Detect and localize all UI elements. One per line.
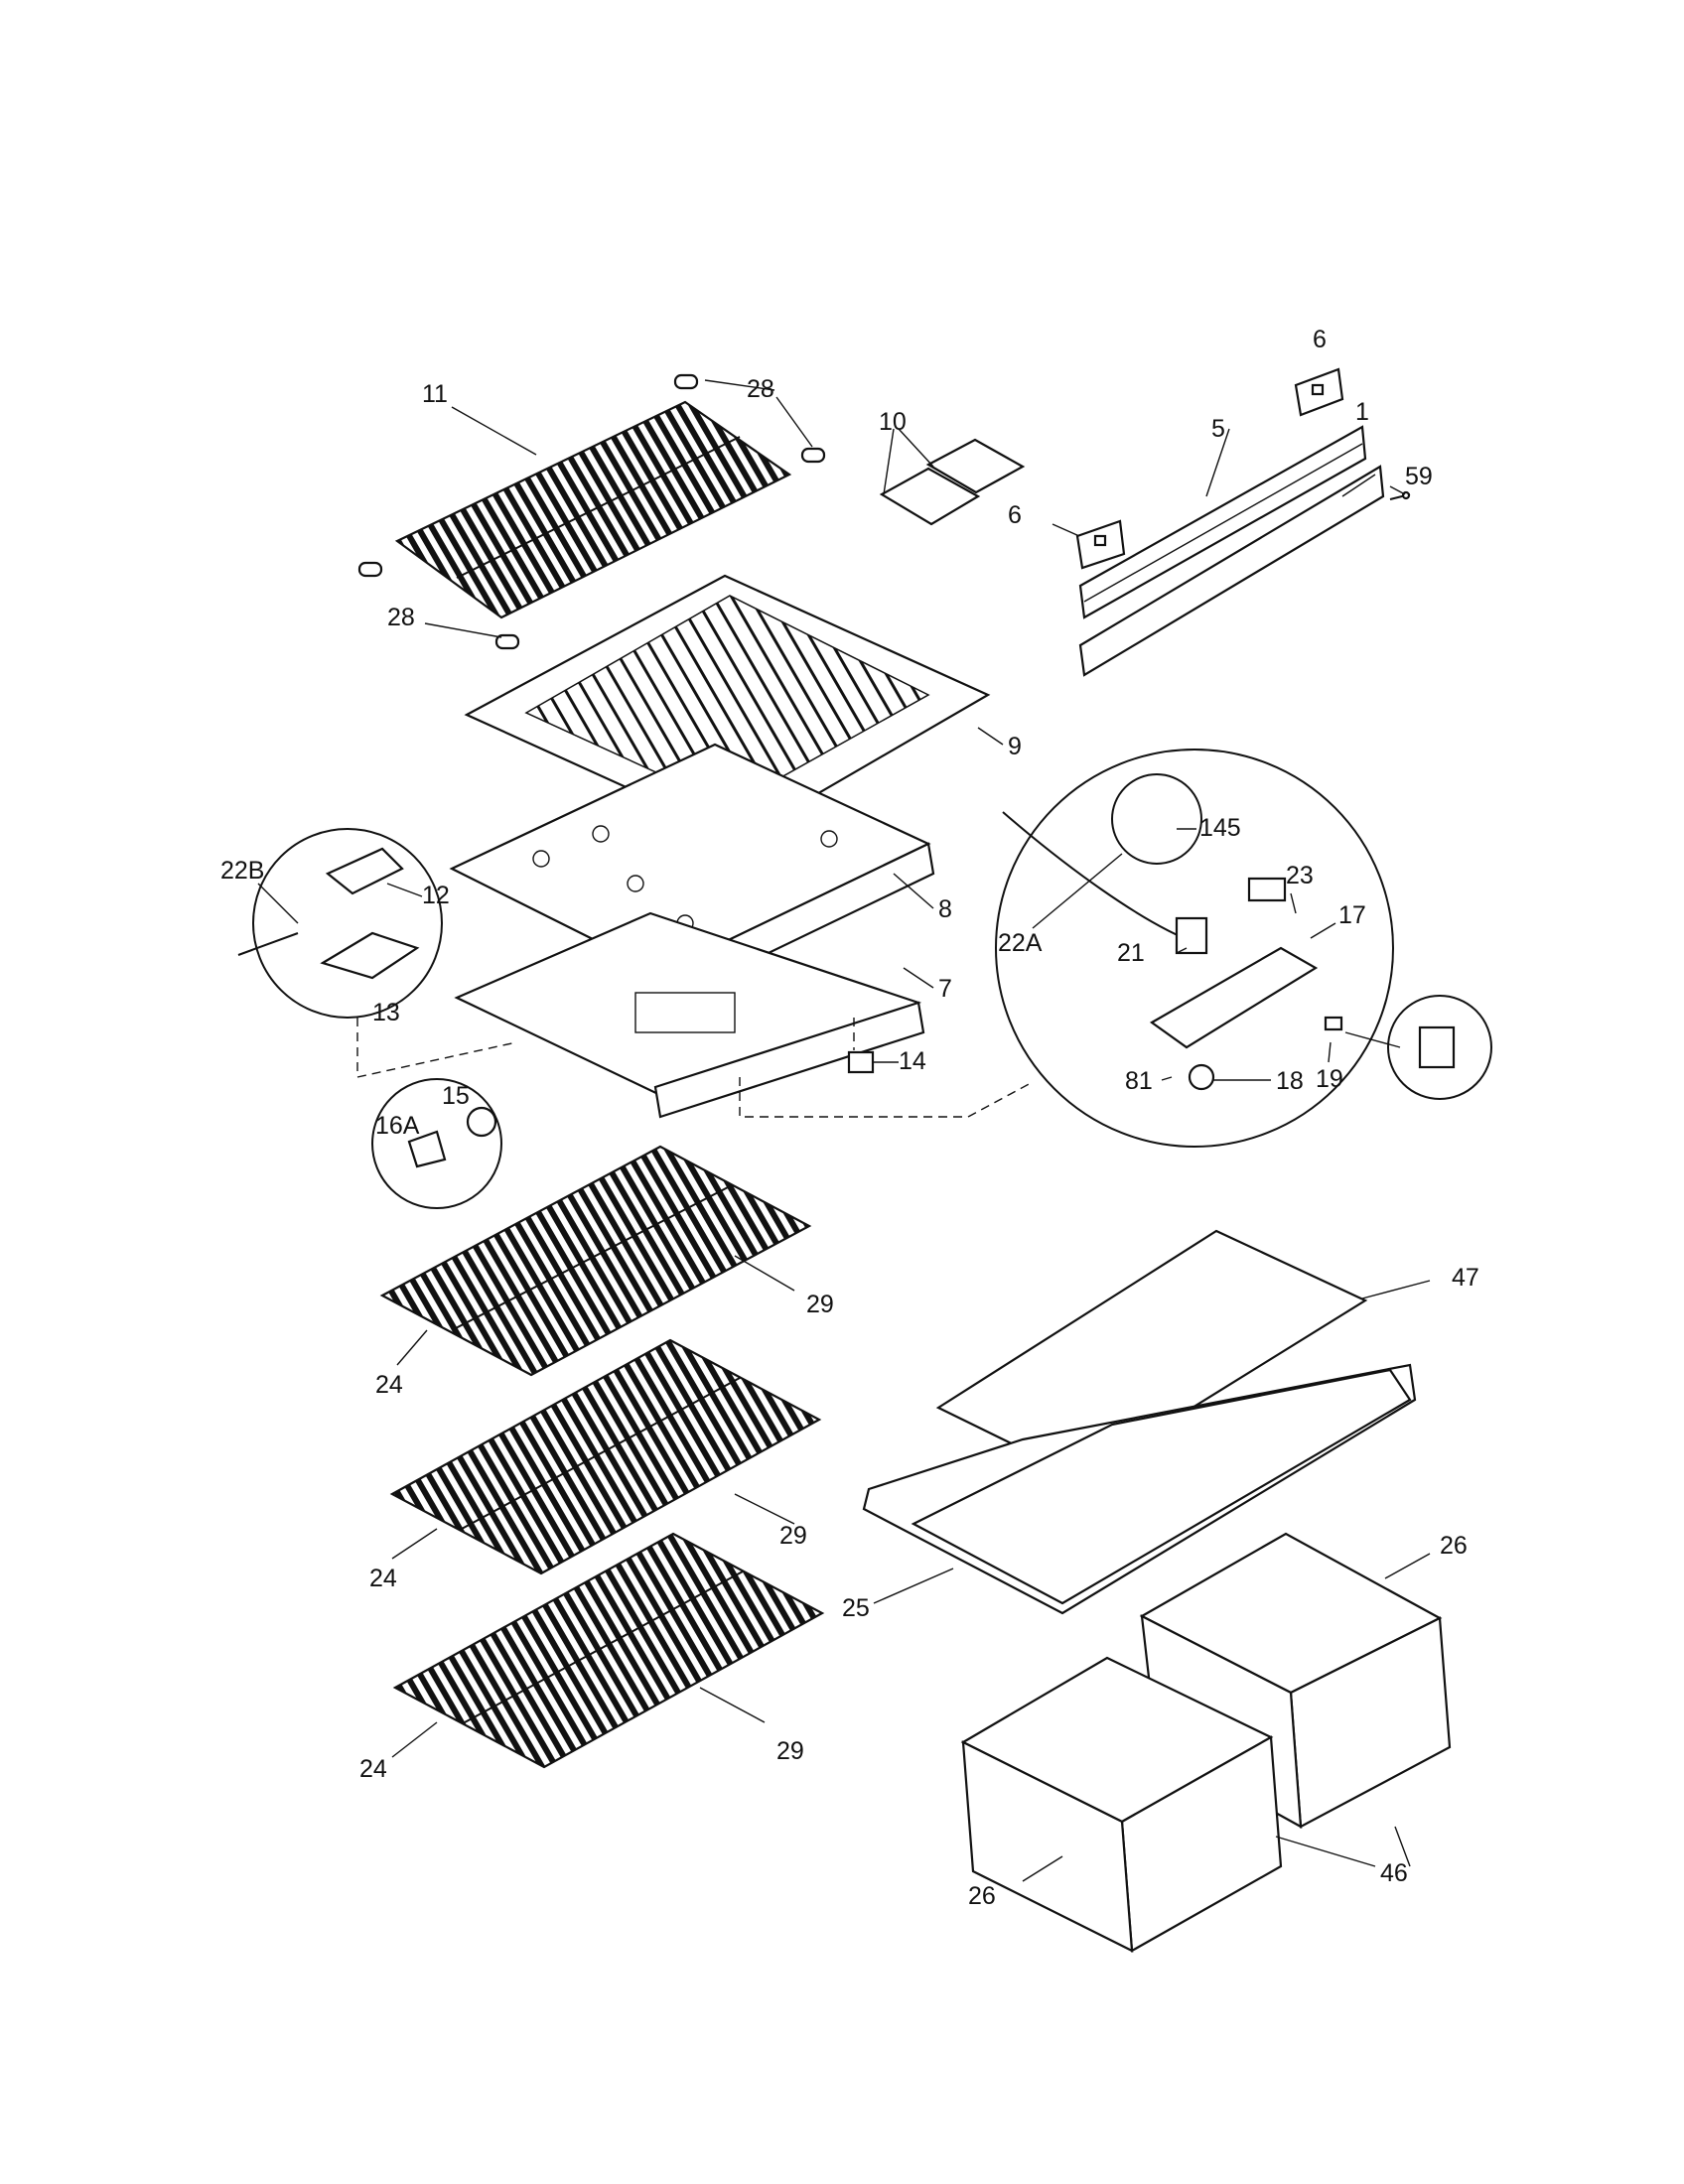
mounting-bracket-upper	[1294, 367, 1344, 417]
mounting-bracket-lower	[1075, 519, 1126, 570]
callout-22a: 22A	[998, 929, 1043, 957]
channel-cover	[1078, 465, 1385, 677]
callout-24-lower: 24	[359, 1755, 387, 1783]
wire-shelf-lower	[392, 1532, 825, 1769]
callout-46: 46	[1380, 1859, 1408, 1887]
callout-21: 21	[1117, 939, 1145, 967]
heater-channel	[1078, 425, 1367, 619]
leader-dashes	[356, 1018, 1034, 1118]
callout-29-lower: 29	[776, 1737, 804, 1765]
callout-leaders	[257, 379, 1431, 1882]
callout-6-upper: 6	[1313, 326, 1327, 353]
callout-59: 59	[1405, 463, 1433, 490]
crisper-cover-frame	[862, 1363, 1417, 1615]
detail-circle-light-assembly	[237, 828, 443, 1019]
callout-18: 18	[1276, 1067, 1304, 1095]
freezer-wire-shelf	[394, 400, 792, 619]
callout-145: 145	[1199, 814, 1241, 842]
callout-47: 47	[1452, 1264, 1479, 1292]
callout-26-upper: 26	[1440, 1532, 1468, 1560]
callout-81: 81	[1125, 1067, 1153, 1095]
callout-15: 15	[442, 1082, 470, 1110]
callout-24-middle: 24	[369, 1565, 397, 1592]
detail-circle-fan-thermostat	[995, 749, 1394, 1148]
callout-16a: 16A	[375, 1112, 420, 1140]
callout-29-middle: 29	[779, 1522, 807, 1550]
callout-14: 14	[899, 1047, 926, 1075]
callout-24-upper: 24	[375, 1371, 403, 1399]
callout-22b: 22B	[220, 857, 264, 885]
callout-23: 23	[1286, 862, 1314, 889]
callout-12: 12	[422, 882, 450, 909]
detail-circle-switch	[1387, 995, 1492, 1100]
callout-11: 11	[422, 380, 448, 408]
crisper-drawer-left	[960, 1656, 1283, 1953]
control-panel-housing	[454, 911, 925, 1119]
ice-trays	[879, 438, 1026, 526]
callout-25: 25	[842, 1594, 870, 1622]
callout-10: 10	[879, 408, 907, 436]
callout-26-lower: 26	[968, 1882, 996, 1910]
callout-19: 19	[1316, 1065, 1343, 1093]
callout-5: 5	[1211, 415, 1225, 443]
callout-17: 17	[1338, 901, 1366, 929]
callout-8: 8	[938, 895, 952, 923]
callout-28-upper: 28	[747, 375, 774, 403]
callout-28-lower: 28	[387, 604, 415, 631]
wire-shelf-middle	[389, 1338, 822, 1575]
shelf-end-caps	[357, 373, 826, 650]
callout-29-upper: 29	[806, 1291, 834, 1318]
door-switch	[847, 1050, 875, 1074]
callout-13: 13	[372, 999, 400, 1026]
callout-9: 9	[1008, 733, 1022, 760]
callout-6-lower: 6	[1008, 501, 1022, 529]
callout-7: 7	[938, 975, 952, 1003]
detail-circle-light-bulb	[371, 1078, 502, 1209]
screw	[1389, 490, 1411, 500]
callout-labels: 1 5 6 6 59 10 11 28 28 9 8 7 22B 12 13 1…	[220, 326, 1479, 1910]
callout-1: 1	[1355, 398, 1369, 426]
wire-shelf-upper	[379, 1145, 812, 1377]
